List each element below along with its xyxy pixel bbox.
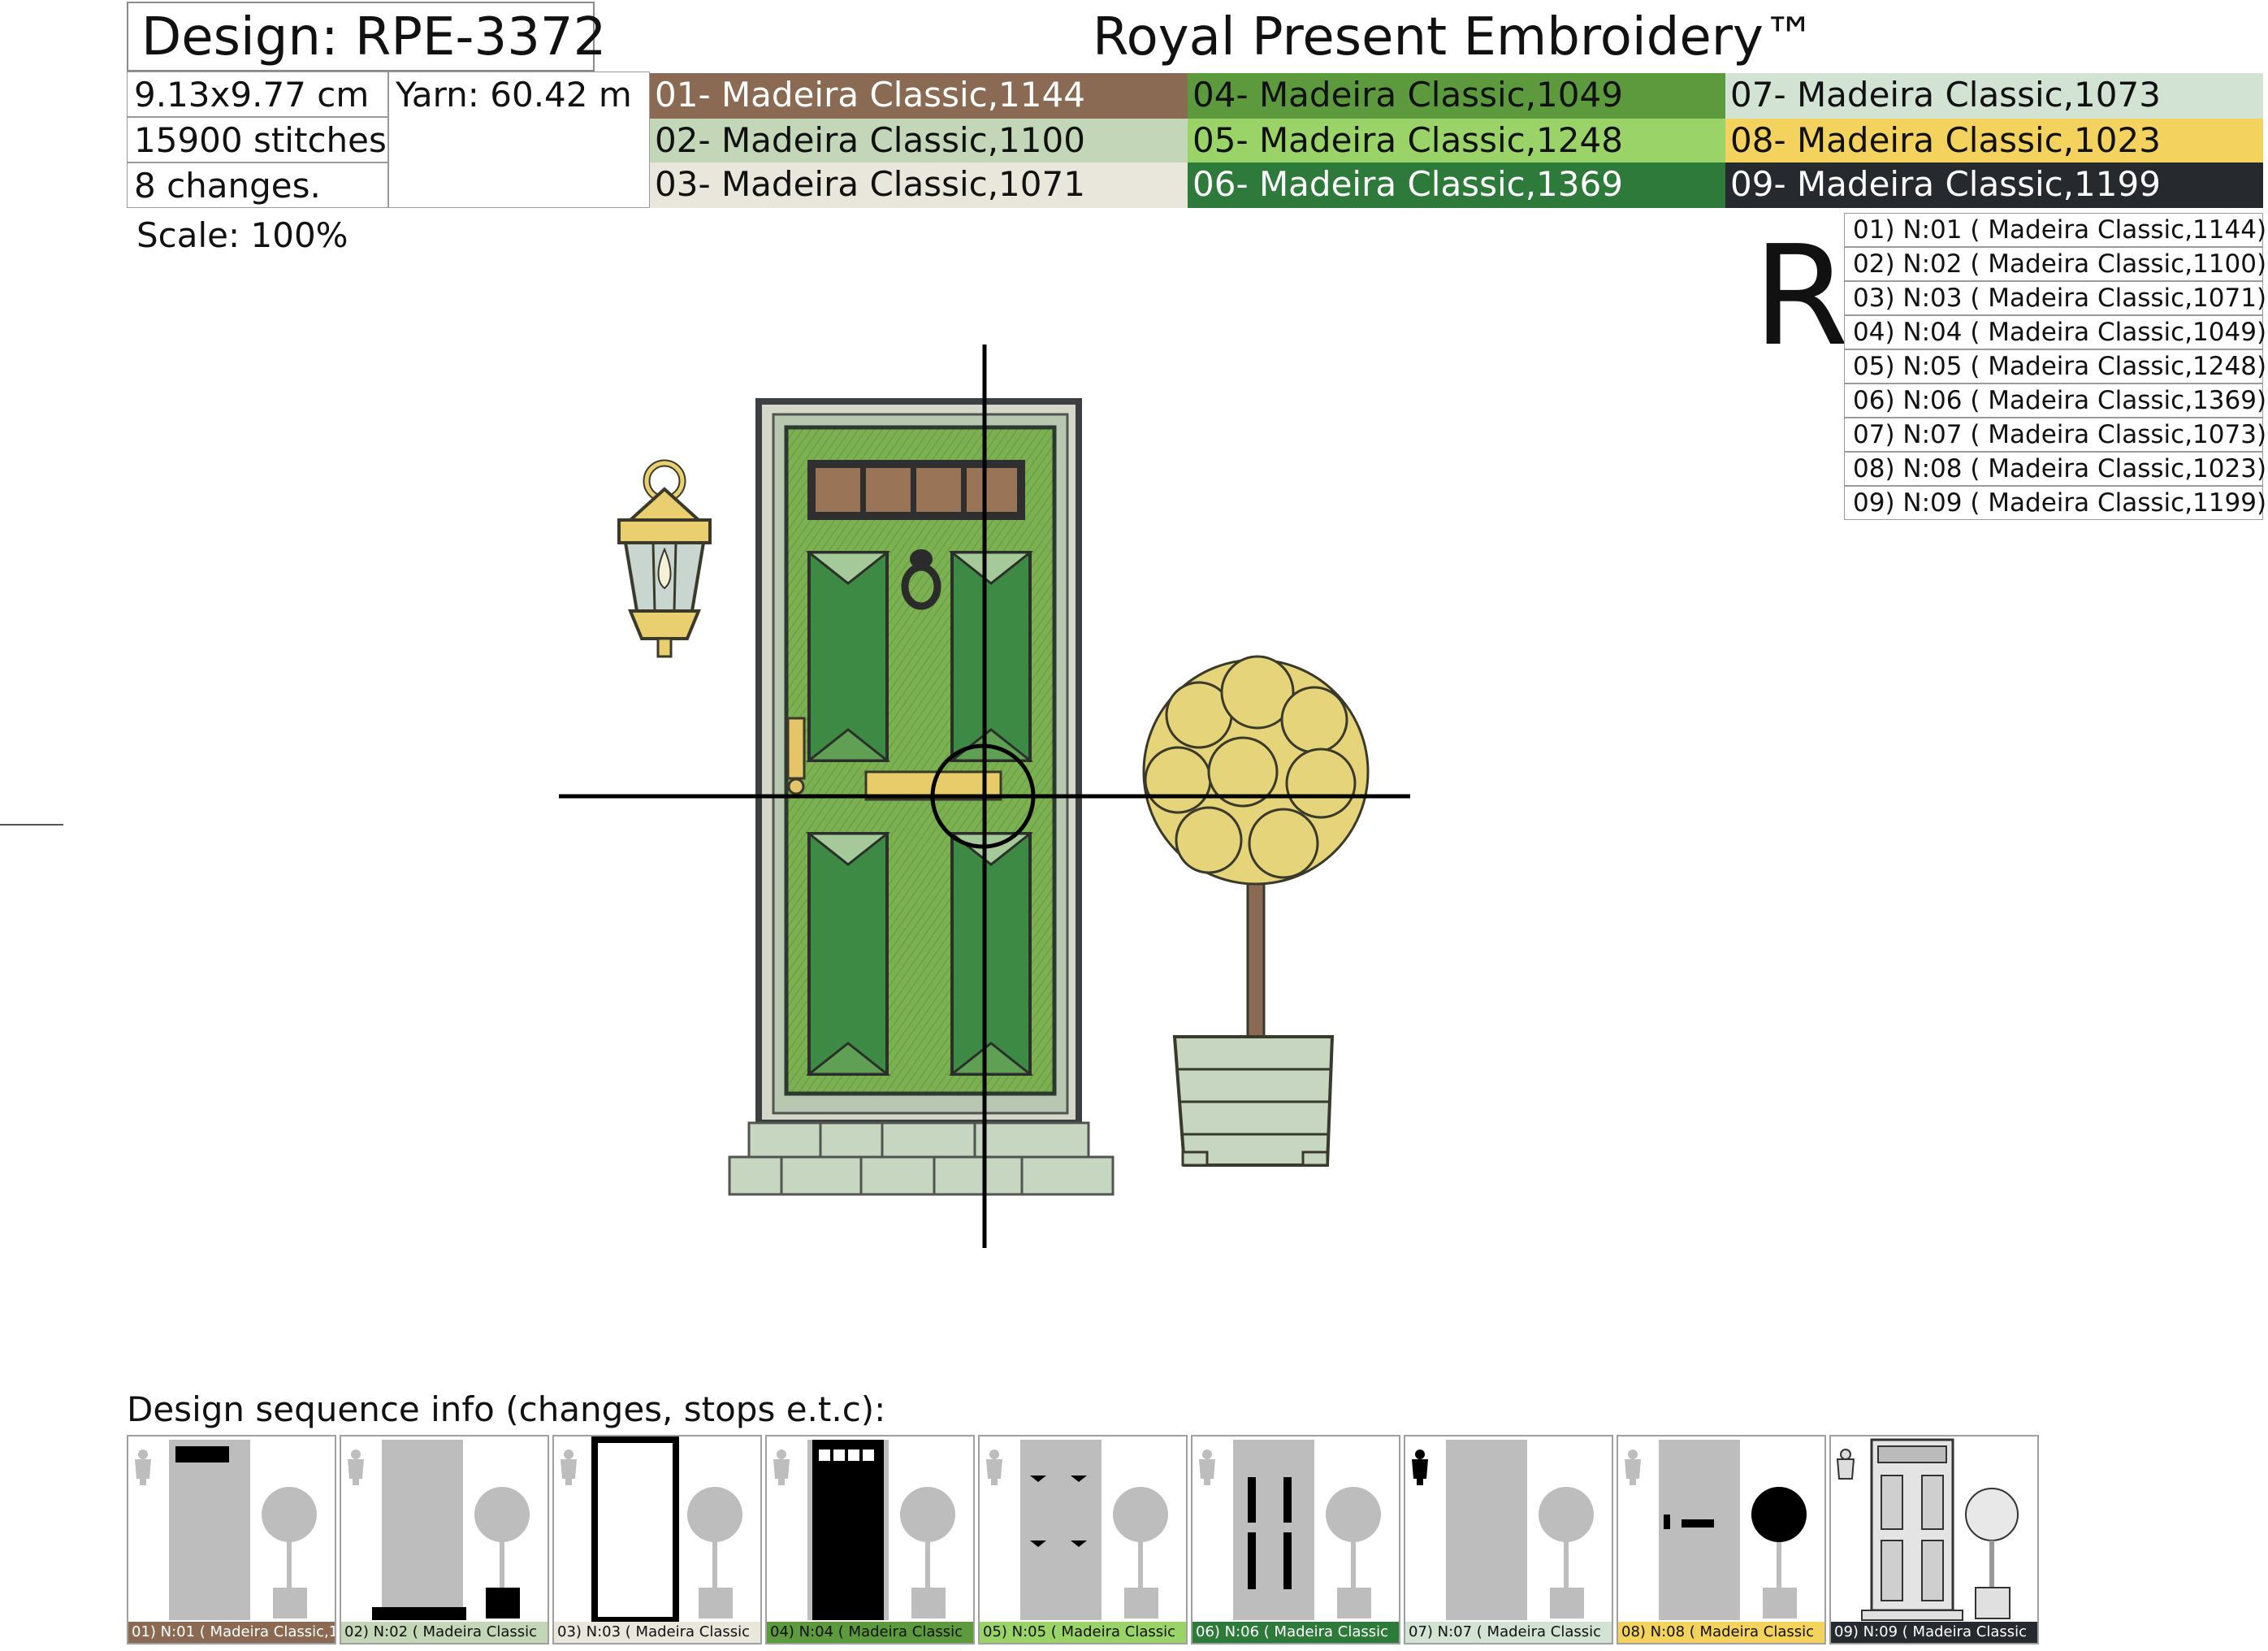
needle-list-item: 09) N:09 ( Madeira Classic,1199) <box>1844 486 2266 520</box>
sequence-thumbnail-label: 07) N:07 ( Madeira Classic <box>1405 1622 1612 1643</box>
sequence-thumbnail[interactable]: 05) N:05 ( Madeira Classic <box>978 1435 1188 1644</box>
palette-swatch: 09- Madeira Classic,1199 <box>1725 162 2263 208</box>
sequence-thumbnail[interactable]: 01) N:01 ( Madeira Classic,1144) <box>127 1435 336 1644</box>
sequence-thumbnail[interactable]: 04) N:04 ( Madeira Classic <box>765 1435 975 1644</box>
needle-list-item: 07) N:07 ( Madeira Classic,1073) <box>1844 418 2266 452</box>
needle-list-item: 08) N:08 ( Madeira Classic,1023) <box>1844 452 2266 486</box>
sequence-thumbnail[interactable]: 09) N:09 ( Madeira Classic <box>1829 1435 2039 1644</box>
needle-list-item: 04) N:04 ( Madeira Classic,1049) <box>1844 315 2266 349</box>
palette-swatch: 01- Madeira Classic,1144 <box>650 73 1188 119</box>
sequence-thumbnail[interactable]: 02) N:02 ( Madeira Classic <box>340 1435 549 1644</box>
needle-list-item: 03) N:03 ( Madeira Classic,1071) <box>1844 281 2266 315</box>
needle-list-item: 02) N:02 ( Madeira Classic,1100) <box>1844 247 2266 281</box>
sequence-title: Design sequence info (changes, stops e.t… <box>127 1389 886 1429</box>
sequence-thumbnail-label: 02) N:02 ( Madeira Classic <box>341 1622 548 1643</box>
palette-swatch: 04- Madeira Classic,1049 <box>1188 73 1725 119</box>
center-crosshair <box>559 344 1410 1248</box>
size-cell: 9.13x9.77 cm <box>127 72 388 117</box>
topiary-tree <box>1142 655 1370 1167</box>
sequence-thumbnail-label: 09) N:09 ( Madeira Classic <box>1831 1622 2037 1643</box>
side-tick <box>0 824 63 826</box>
palette-swatch: 03- Madeira Classic,1071 <box>650 162 1188 208</box>
sequence-thumbnail-label: 01) N:01 ( Madeira Classic,1144) <box>128 1622 335 1643</box>
rotation-mark: R <box>1753 216 1850 377</box>
needle-list-item: 06) N:06 ( Madeira Classic,1369) <box>1844 384 2266 418</box>
door <box>728 398 1115 1196</box>
design-id: Design: RPE-3372 <box>141 7 607 67</box>
lantern <box>617 459 712 658</box>
sequence-thumbnail-label: 04) N:04 ( Madeira Classic <box>767 1622 973 1643</box>
needle-list-item: 05) N:05 ( Madeira Classic,1248) <box>1844 349 2266 384</box>
design-id-box <box>127 2 595 72</box>
sequence-thumbnail[interactable]: 03) N:03 ( Madeira Classic <box>552 1435 762 1644</box>
palette-swatch: 06- Madeira Classic,1369 <box>1188 162 1725 208</box>
sequence-thumbnail-label: 03) N:03 ( Madeira Classic <box>554 1622 760 1643</box>
stitches-cell: 15900 stitches. <box>127 117 388 162</box>
sequence-thumbnail[interactable]: 08) N:08 ( Madeira Classic <box>1617 1435 1826 1644</box>
sequence-thumbnail-label: 05) N:05 ( Madeira Classic <box>980 1622 1186 1643</box>
sequence-thumbnail[interactable]: 06) N:06 ( Madeira Classic <box>1191 1435 1400 1644</box>
changes-cell: 8 changes. <box>127 162 388 208</box>
palette-swatch: 02- Madeira Classic,1100 <box>650 119 1188 164</box>
brand-title: Royal Present Embroidery™ <box>1093 7 1816 67</box>
palette-swatch: 07- Madeira Classic,1073 <box>1725 73 2263 119</box>
palette-swatch: 08- Madeira Classic,1023 <box>1725 119 2263 164</box>
yarn-cell: Yarn: 60.42 m <box>388 72 650 208</box>
needle-list-item: 01) N:01 ( Madeira Classic,1144) <box>1844 213 2266 247</box>
scale-label: Scale: 100% <box>136 215 348 255</box>
palette-swatch: 05- Madeira Classic,1248 <box>1188 119 1725 164</box>
sequence-thumbnail[interactable]: 07) N:07 ( Madeira Classic <box>1404 1435 1613 1644</box>
sequence-thumbnail-label: 06) N:06 ( Madeira Classic <box>1192 1622 1399 1643</box>
sequence-thumbnail-label: 08) N:08 ( Madeira Classic <box>1618 1622 1824 1643</box>
